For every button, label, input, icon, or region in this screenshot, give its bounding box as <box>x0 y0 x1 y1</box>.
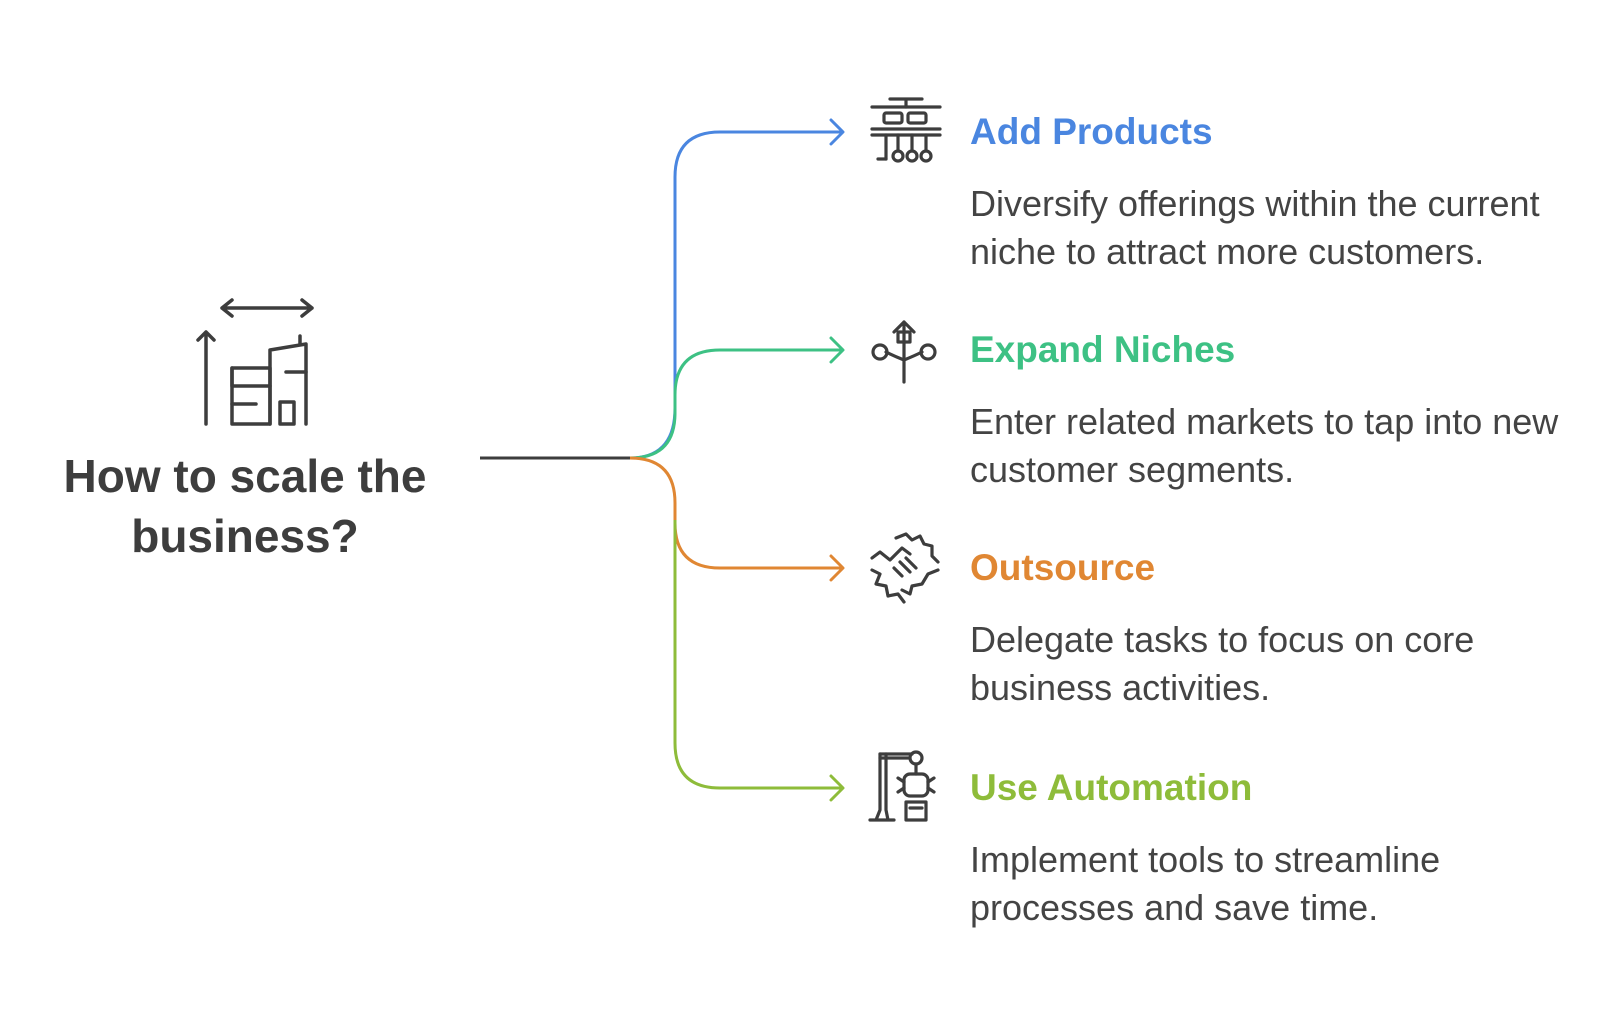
branch-connector-use-automation <box>673 520 843 790</box>
branch-title-expand-niches: Expand Niches <box>970 329 1236 370</box>
branch-title-outsource: Outsource <box>970 547 1156 588</box>
branch-title-add-products: Add Products <box>970 111 1213 152</box>
root-title: How to scale the business? <box>63 450 427 562</box>
arrowhead-use-automation <box>829 774 845 802</box>
branch-connector-add-products <box>629 130 843 460</box>
handshake-icon <box>870 532 940 604</box>
branch-connector-expand-niches <box>629 348 843 460</box>
robot-arm-icon <box>868 750 936 822</box>
branching-growth-icon <box>871 320 937 384</box>
arrowhead-expand-niches <box>829 336 845 364</box>
branch-connector-outsource <box>629 456 843 570</box>
arrowhead-outsource <box>829 554 845 582</box>
branch-description-add-products: Diversify offerings within the current n… <box>970 183 1540 272</box>
arrowhead-add-products <box>829 118 845 146</box>
branch-description-outsource: Delegate tasks to focus on core business… <box>970 619 1475 708</box>
product-shelf-icon <box>870 97 942 163</box>
branch-title-use-automation: Use Automation <box>970 767 1253 808</box>
branch-description-expand-niches: Enter related markets to tap into new cu… <box>970 401 1559 490</box>
scaling-building-icon <box>196 298 314 426</box>
branch-description-use-automation: Implement tools to streamline processes … <box>970 839 1441 928</box>
